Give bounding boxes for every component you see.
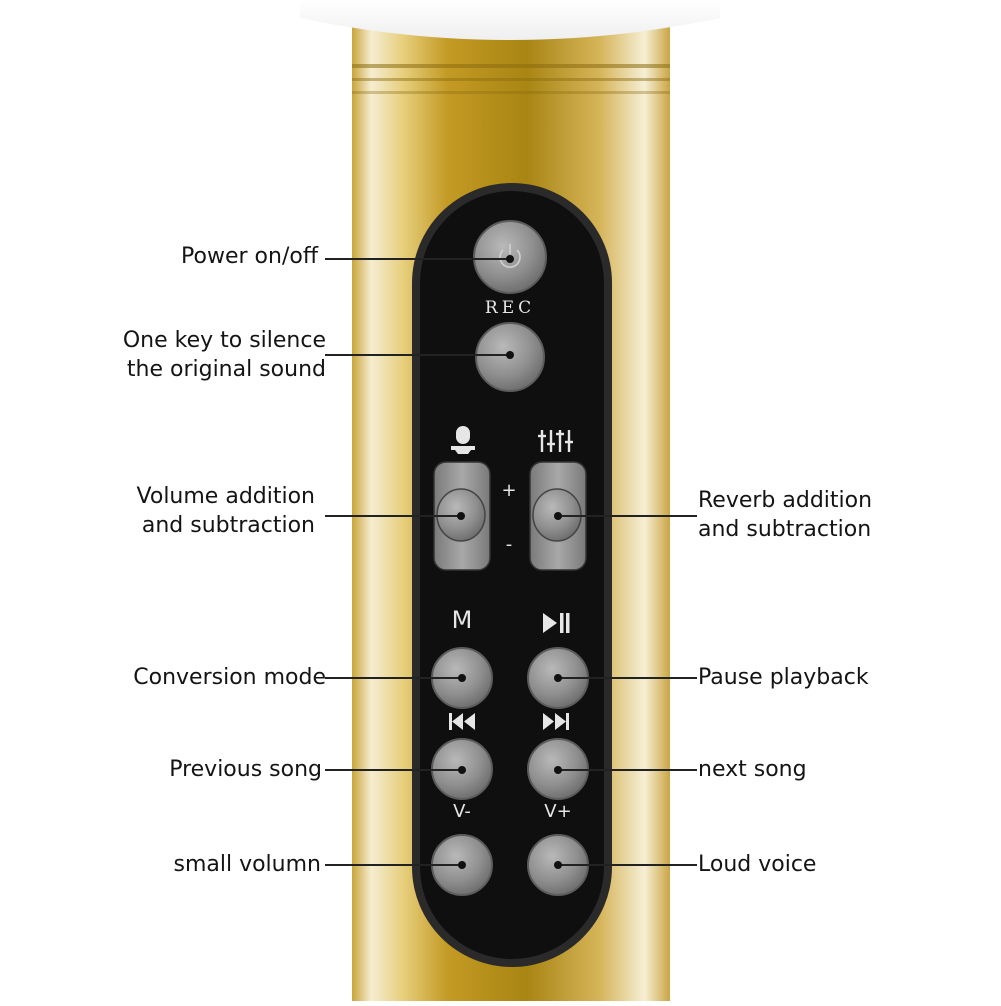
power-icon: [499, 244, 521, 268]
callout-next-line-1: next song: [698, 757, 807, 782]
callout-power-line-1: Power on/off: [181, 244, 318, 269]
callout-small-line-1: small volumn: [173, 852, 321, 877]
callout-mode-line-1: Conversion mode: [133, 665, 326, 690]
callout-next: next song: [698, 755, 807, 784]
callout-silence-line-1: One key to silence: [122, 328, 326, 353]
callout-loud-line-1: Loud voice: [698, 852, 817, 877]
callout-loud: Loud voice: [698, 850, 816, 879]
mode-label: M: [451, 606, 473, 634]
leader-dot-mode: [458, 674, 466, 682]
minus-label: -: [505, 534, 513, 555]
leader-lines: [325, 255, 697, 869]
callout-small: small volumn: [173, 850, 321, 879]
microphone-icon: [451, 426, 475, 454]
handle-groove: [352, 64, 670, 68]
callout-mode: Conversion mode: [133, 663, 326, 692]
leader-dot-next: [554, 766, 562, 774]
callout-volume: Volume addition and subtraction: [137, 482, 315, 540]
rec-label: REC: [484, 298, 536, 318]
leader-dot-pause: [554, 674, 562, 682]
callout-power: Power on/off: [181, 242, 318, 271]
callout-volume-line-2: and subtraction: [141, 513, 315, 538]
leader-dot-reverb: [554, 512, 562, 520]
plus-label: +: [501, 480, 517, 501]
microphone-head: [300, 0, 720, 40]
callout-reverb-line-2: and subtraction: [698, 517, 872, 542]
callout-previous-line-1: Previous song: [169, 757, 322, 782]
callout-pause: Pause playback: [698, 663, 869, 692]
next-track-icon: [543, 713, 569, 730]
equalizer-icon: [538, 430, 573, 452]
callout-reverb-line-1: Reverb addition: [698, 488, 873, 513]
leader-dot-small: [458, 861, 466, 869]
leader-dot-power: [506, 255, 514, 263]
previous-track-icon: [449, 713, 475, 730]
callout-silence-line-2: the original sound: [126, 357, 326, 382]
handle-groove: [352, 78, 670, 81]
leader-dot-silence: [506, 351, 514, 359]
callout-volume-line-1: Volume addition: [136, 484, 315, 509]
leader-dot-previous: [458, 766, 466, 774]
play-pause-icon: [543, 613, 570, 633]
callout-silence: One key to silence the original sound: [123, 326, 326, 384]
leader-dot-volume: [457, 512, 465, 520]
volume-down-label: V-: [453, 801, 471, 822]
handle-groove: [352, 91, 670, 94]
callout-reverb: Reverb addition and subtraction: [698, 486, 872, 544]
leader-dot-loud: [554, 861, 562, 869]
callout-previous: Previous song: [169, 755, 322, 784]
callout-pause-line-1: Pause playback: [698, 665, 869, 690]
volume-up-label: V+: [544, 801, 572, 822]
